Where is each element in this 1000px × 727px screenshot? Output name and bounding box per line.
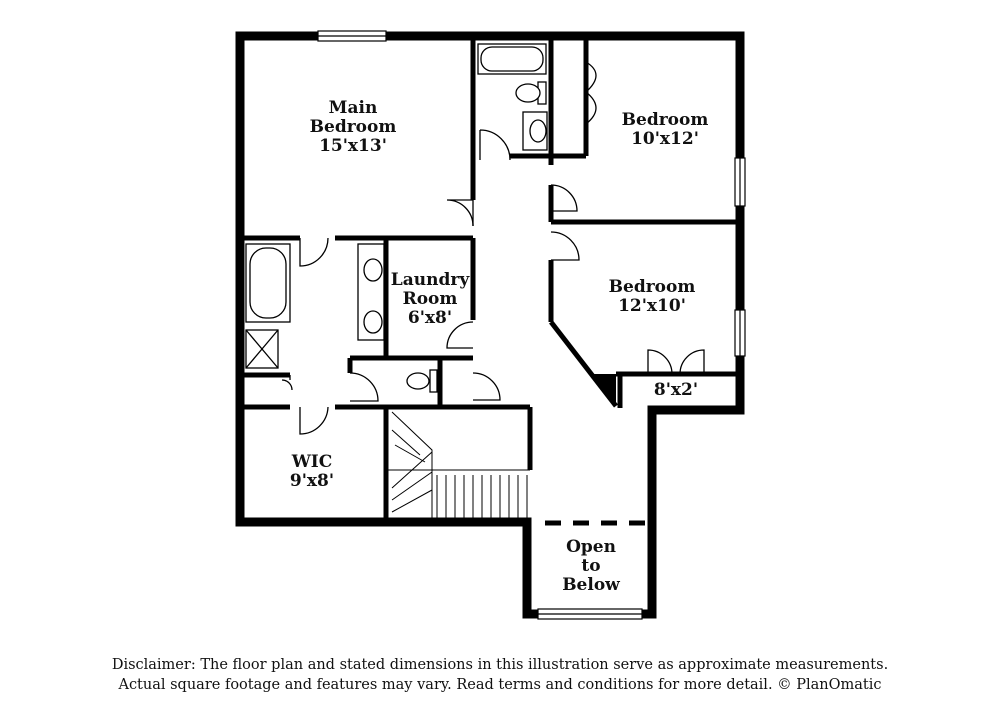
open-line-3: Below [562,575,620,595]
wic-label: WIC 9'x8' [262,453,362,491]
open-line-1: Open [566,537,616,557]
fixtures [245,43,548,393]
closet-size: 8'x2' [653,380,699,400]
laundry-name-2: Room [402,289,458,309]
laundry-name-1: Laundry [390,270,470,290]
closet-label: 8'x2' [630,381,722,400]
windows [317,30,746,620]
disclaimer: Disclaimer: The floor plan and stated di… [0,655,1000,695]
bedroom-3-size: 12'x10' [618,296,686,316]
closet-corner [594,374,616,404]
disclaimer-line-2: Actual square footage and features may v… [118,677,882,693]
main-bedroom-name-1: Main [328,98,378,118]
main-bedroom-size: 15'x13' [319,136,387,156]
interior-walls [240,36,740,522]
bedroom-2-size: 10'x12' [631,129,699,149]
staircase [386,411,530,521]
bedroom-2-label: Bedroom 10'x12' [605,111,725,149]
main-bedroom-label: Main Bedroom 15'x13' [293,99,413,156]
bedroom-2-name: Bedroom [621,110,709,130]
laundry-label: Laundry Room 6'x8' [384,271,476,328]
wic-name: WIC [291,452,333,472]
wic-size: 9'x8' [289,471,335,491]
open-line-2: to [581,556,601,576]
doors [281,61,705,435]
disclaimer-line-1: Disclaimer: The floor plan and stated di… [111,657,889,673]
main-bedroom-name-2: Bedroom [309,117,397,137]
bedroom-3-label: Bedroom 12'x10' [592,278,712,316]
open-to-below-label: Open to Below [545,538,637,595]
bedroom-3-name: Bedroom [608,277,696,297]
laundry-size: 6'x8' [407,308,453,328]
